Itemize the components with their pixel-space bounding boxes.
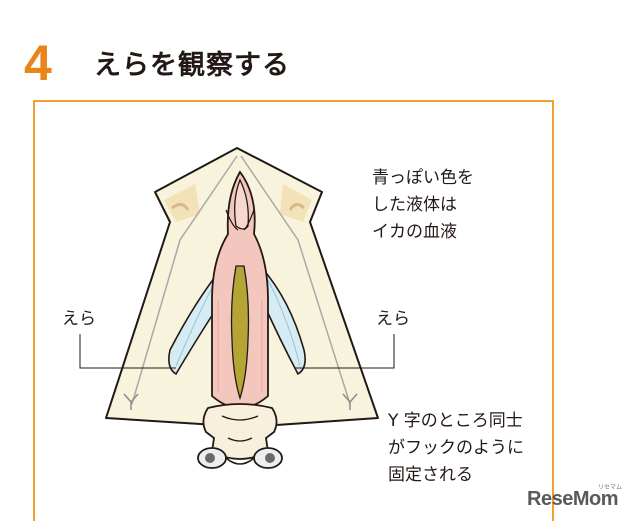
watermark-ruby: リセマム xyxy=(598,484,623,491)
funnel-base xyxy=(202,403,278,460)
gill-leader-left xyxy=(79,334,176,369)
y-mark-left xyxy=(123,393,139,410)
gill-label-right: えら xyxy=(376,309,410,329)
mantle-inner-outline xyxy=(131,155,351,405)
blood-note-line: した液体は xyxy=(372,195,457,215)
page-title: えらを観察する xyxy=(94,50,290,81)
intestine-stripe xyxy=(230,265,250,401)
fin-patch-left xyxy=(164,184,200,222)
blood-note: 青っぽい色を した液体は イカの血液 xyxy=(372,165,474,246)
gut-top-lobe xyxy=(234,178,249,230)
step-number: 4 xyxy=(24,35,52,91)
watermark-logo: ReseMom xyxy=(527,488,618,510)
lock-note: Y 字のところ同士 がフックのように 固定される xyxy=(388,408,524,489)
gill-leader-right xyxy=(294,334,395,369)
y-mark-right xyxy=(342,393,358,410)
lock-note-line: Y 字のところ同士 xyxy=(388,411,523,431)
fin-patch-right xyxy=(280,184,312,222)
gill-right-shape xyxy=(261,265,306,376)
gill-label-left: えら xyxy=(62,309,96,329)
blood-note-line: イカの血液 xyxy=(372,222,457,242)
blood-note-line: 青っぽい色を xyxy=(372,168,474,188)
lock-note-line: がフックのように xyxy=(388,438,524,458)
lock-note-line: 固定される xyxy=(388,465,473,485)
